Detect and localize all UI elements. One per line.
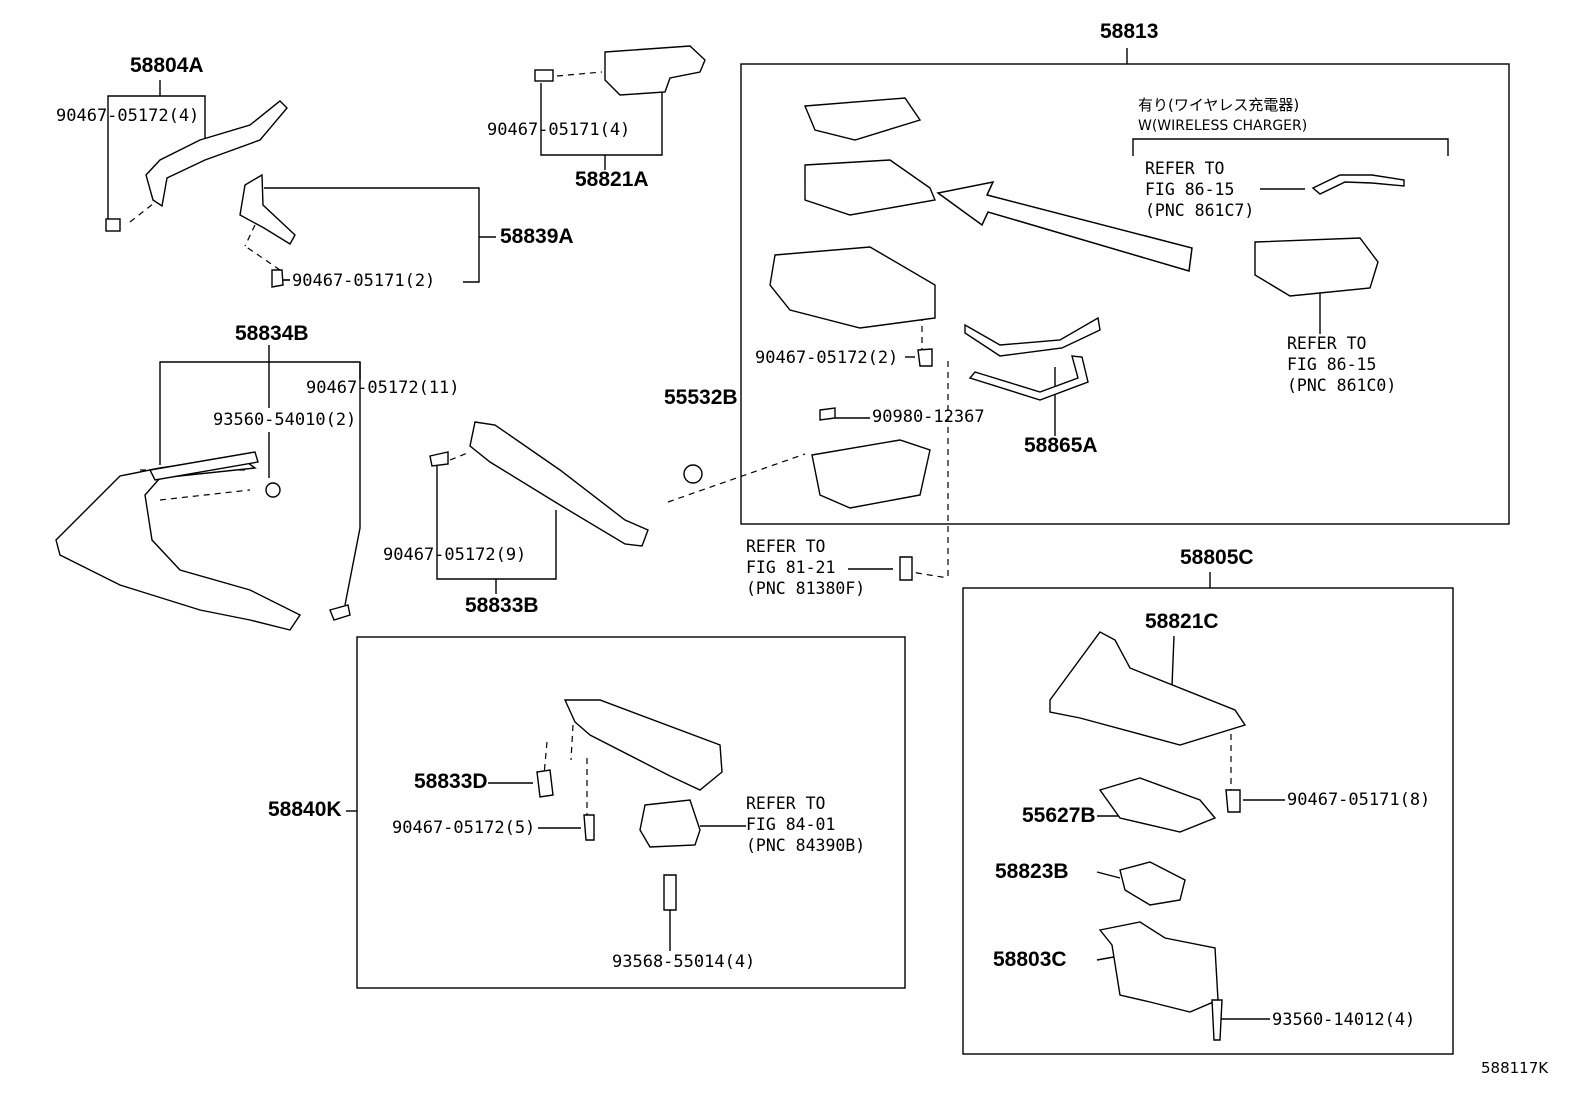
part-wireless-charger <box>1254 237 1379 297</box>
label-90467-05171-8: 90467-05171(8) <box>1287 790 1431 810</box>
label-93560-14012-4: 93560-14012(4) <box>1272 1010 1416 1030</box>
part-58865A-wire-lower <box>968 355 1089 401</box>
ref-line: FIG 84-01 <box>746 815 836 834</box>
wireless-swap-arrow <box>936 180 1193 272</box>
label-58839A: 58839A <box>500 225 574 248</box>
part-58833B-drawing <box>469 421 649 547</box>
ref-line: REFER TO <box>1145 159 1225 178</box>
label-90467-05171-2: 90467-05171(2) <box>292 271 436 291</box>
ref-line: (PNC 81380F) <box>746 579 866 598</box>
label-58865A: 58865A <box>1024 434 1098 457</box>
group-box-58840K <box>356 636 906 989</box>
part-clip-icon <box>583 814 595 841</box>
ref-line: (PNC 84390B) <box>746 836 866 855</box>
label-wireless-en: W(WIRELESS CHARGER) <box>1138 118 1308 134</box>
part-55532B-drawing <box>683 464 703 484</box>
part-58813-lid <box>803 97 922 141</box>
part-81380F-socket <box>899 556 913 581</box>
label-90467-05172-5: 90467-05172(5) <box>392 818 536 838</box>
label-90467-05172-11: 90467-05172(11) <box>306 378 460 398</box>
part-clip-icon <box>271 269 284 288</box>
part-clip-icon <box>429 451 449 467</box>
label-58823B: 58823B <box>995 860 1069 883</box>
ref-line: REFER TO <box>1287 334 1367 353</box>
figure-id: 588117K <box>1481 1059 1549 1077</box>
part-84390B-switch <box>639 799 701 848</box>
label-58805C: 58805C <box>1180 546 1254 569</box>
label-90467-05172-4: 90467-05172(4) <box>56 106 200 126</box>
label-93560-54010-2: 93560-54010(2) <box>213 410 357 430</box>
label-90980-12367: 90980-12367 <box>872 407 985 427</box>
part-screw-icon <box>1211 999 1223 1041</box>
part-90980-connector <box>819 407 836 421</box>
label-55532B: 55532B <box>664 386 738 409</box>
part-55627B-drawing <box>1098 777 1217 833</box>
part-clip-icon <box>917 348 933 367</box>
label-58821C: 58821C <box>1145 610 1219 633</box>
part-grab-handle <box>148 451 259 481</box>
label-90467-05171-4: 90467-05171(4) <box>487 120 631 140</box>
label-wireless-jp: 有り(ワイヤレス充電器) <box>1138 96 1300 114</box>
part-58839A-drawing <box>239 173 296 245</box>
label-58834B: 58834B <box>235 322 309 345</box>
ref-line: FIG 86-15 <box>1287 355 1377 374</box>
part-58813-bin <box>811 439 931 509</box>
part-58865A-wire <box>964 316 1101 357</box>
part-58821C-drawing <box>1049 631 1247 746</box>
label-93568-55014-4: 93568-55014(4) <box>612 952 756 972</box>
label-55627B: 55627B <box>1022 804 1096 827</box>
group-box-58813 <box>740 63 1510 525</box>
ref-861C7: REFER TO FIG 86-15 (PNC 861C7) <box>1145 158 1254 221</box>
label-58840K: 58840K <box>268 798 342 821</box>
ref-861C0: REFER TO FIG 86-15 (PNC 861C0) <box>1287 333 1396 396</box>
part-58840K-drawing <box>563 699 723 791</box>
part-58821A-drawing <box>604 45 706 96</box>
part-58823B-drawing <box>1119 861 1186 906</box>
ref-line: (PNC 861C0) <box>1287 376 1397 395</box>
label-58804A: 58804A <box>130 54 204 77</box>
ref-81380F: REFER TO FIG 81-21 (PNC 81380F) <box>746 536 865 599</box>
part-58804A-drawing <box>145 100 288 208</box>
label-58833B: 58833B <box>465 594 539 617</box>
ref-84390B: REFER TO FIG 84-01 (PNC 84390B) <box>746 793 865 856</box>
label-90467-05172-9: 90467-05172(9) <box>383 545 527 565</box>
part-58813-housing <box>769 246 936 329</box>
part-58813-tray <box>804 159 936 216</box>
part-wireless-harness <box>1311 174 1405 195</box>
part-screw-icon <box>265 482 281 498</box>
ref-line: FIG 81-21 <box>746 558 836 577</box>
ref-line: (PNC 861C7) <box>1145 201 1255 220</box>
ref-line: FIG 86-15 <box>1145 180 1235 199</box>
group-box-58805C <box>962 587 1454 1055</box>
ref-line: REFER TO <box>746 794 826 813</box>
ref-line: REFER TO <box>746 537 826 556</box>
part-clip-icon <box>1225 789 1241 813</box>
part-clip-icon <box>105 218 121 232</box>
part-clip-icon <box>534 69 554 82</box>
label-58803C: 58803C <box>993 948 1067 971</box>
part-58834B-drawing <box>55 456 302 631</box>
part-screw-icon <box>663 874 677 911</box>
part-58803C-drawing <box>1098 921 1219 1013</box>
part-clip-icon <box>329 604 351 621</box>
label-58833D: 58833D <box>414 770 488 793</box>
label-90467-05172-2: 90467-05172(2) <box>755 348 899 368</box>
part-58833D-drawing <box>536 769 554 798</box>
label-58821A: 58821A <box>575 168 649 191</box>
label-58813: 58813 <box>1100 20 1159 43</box>
